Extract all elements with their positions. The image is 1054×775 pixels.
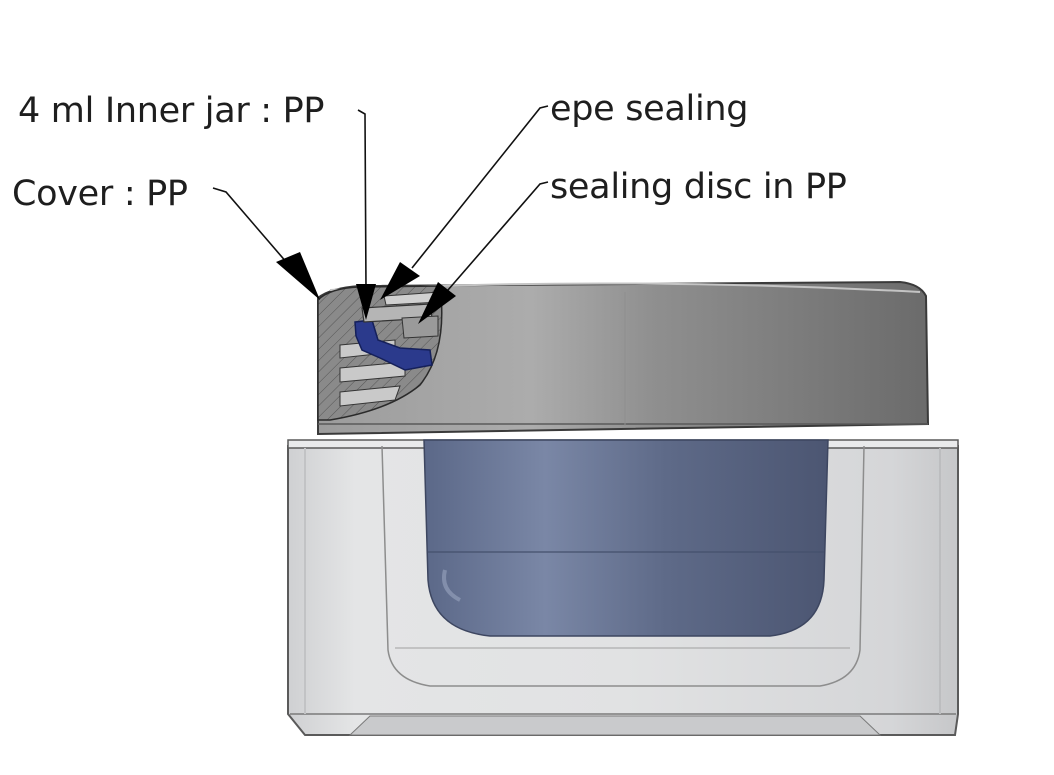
arrowhead-inner-jar xyxy=(356,284,376,320)
label-cover: Cover : PP xyxy=(12,174,188,214)
label-sealing-disc: sealing disc in PP xyxy=(550,167,847,207)
leader-epe xyxy=(411,105,549,269)
label-inner-jar: 4 ml Inner jar : PP xyxy=(18,91,325,131)
arrowhead-cover xyxy=(276,252,320,300)
leader-cover xyxy=(212,187,301,279)
inner-jar xyxy=(423,439,829,637)
leader-disc xyxy=(447,181,549,291)
cap-section-view xyxy=(317,285,443,421)
cover-cap xyxy=(317,280,930,436)
arrowhead-epe xyxy=(380,262,420,300)
arrowhead-disc xyxy=(418,282,456,324)
leader-lines xyxy=(212,105,549,291)
leader-arrowheads xyxy=(276,252,456,324)
label-epe-sealing: epe sealing xyxy=(550,89,749,129)
leader-inner-jar xyxy=(357,109,367,291)
